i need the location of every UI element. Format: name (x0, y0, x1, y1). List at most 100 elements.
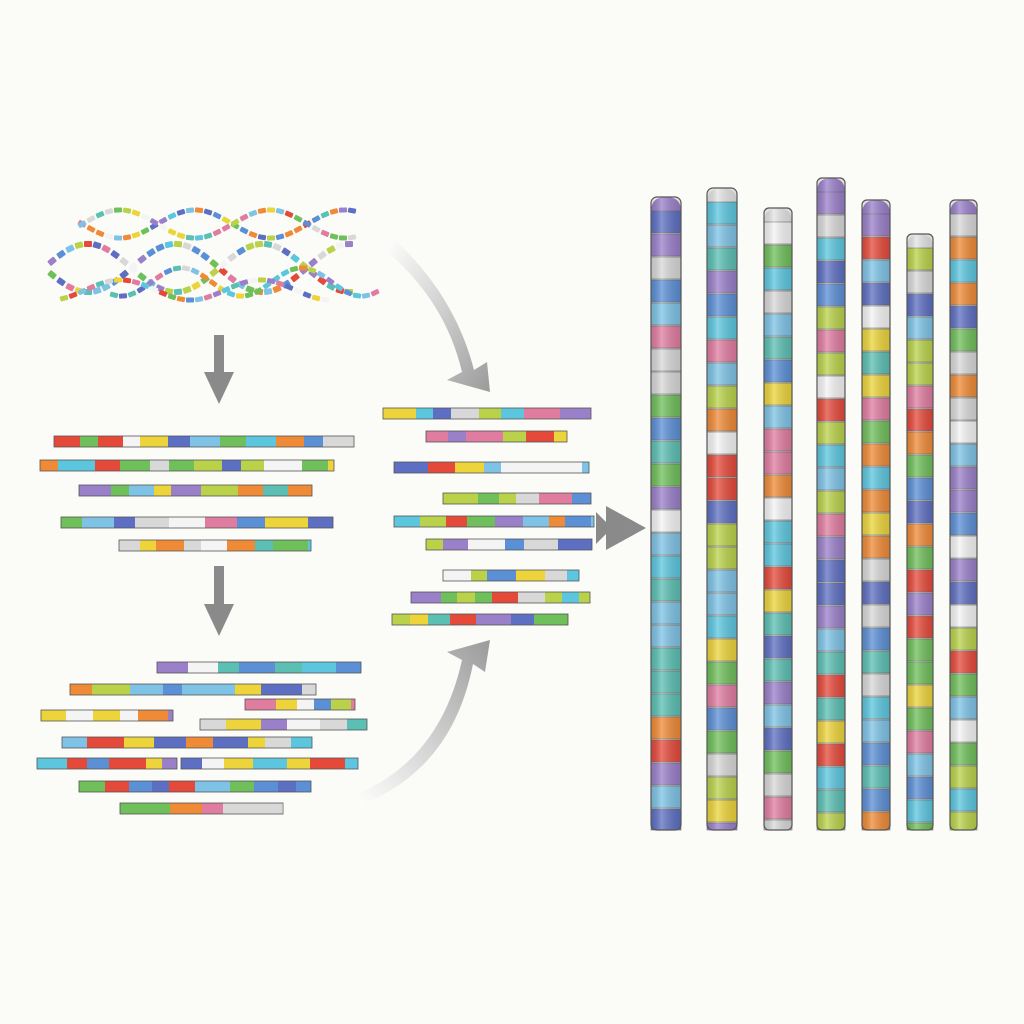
segment (261, 719, 287, 730)
base-segment (182, 286, 192, 294)
base-segment (212, 228, 222, 237)
segment (238, 485, 263, 496)
segment (420, 516, 446, 527)
segment (441, 592, 457, 603)
base-segment (254, 240, 264, 248)
base-segment (307, 266, 317, 274)
base-segment (284, 230, 294, 238)
base-segment (209, 267, 219, 277)
aligned-read-8 (410, 591, 591, 604)
segment (70, 684, 92, 695)
base-segment (109, 291, 119, 299)
base-segment (218, 260, 228, 270)
base-segment (329, 233, 339, 240)
segment (237, 517, 265, 528)
base-segment (47, 270, 57, 280)
split-strand-3 (78, 484, 313, 497)
segment (202, 758, 224, 769)
segment (276, 699, 297, 710)
segment (320, 719, 347, 730)
segment (446, 516, 467, 527)
base-segment (227, 252, 237, 262)
segment (288, 517, 308, 528)
segment (37, 758, 67, 769)
strand-4 (47, 240, 354, 296)
base-segment (280, 269, 290, 277)
segment (170, 803, 202, 814)
segment (273, 540, 308, 551)
base-segment (191, 281, 201, 290)
segment (235, 684, 261, 695)
base-segment (186, 297, 194, 303)
base-segment (118, 293, 128, 299)
segment (534, 614, 560, 625)
fragment-read-5 (199, 718, 368, 731)
base-segment (257, 207, 267, 214)
fragment-read-1 (156, 661, 362, 674)
aligned-read-9 (391, 613, 569, 626)
segment (205, 517, 237, 528)
base-segment (131, 231, 141, 239)
segment (109, 684, 130, 695)
segment (129, 781, 152, 792)
segment (218, 662, 239, 673)
segment (302, 662, 336, 673)
base-segment (200, 251, 210, 261)
base-segment (230, 218, 240, 227)
base-segment (290, 253, 300, 263)
segment (264, 460, 281, 471)
assembled-chromosomes (650, 177, 978, 831)
segment (181, 758, 202, 769)
base-segment (209, 259, 219, 269)
fragment-read-2 (69, 683, 317, 696)
segment (188, 662, 218, 673)
base-segment (86, 215, 96, 223)
segment (211, 684, 235, 695)
segment (184, 540, 201, 551)
segment (275, 662, 302, 673)
base-segment (92, 241, 102, 250)
segment (119, 540, 140, 551)
segment (516, 570, 545, 581)
aligned-reads (382, 407, 595, 626)
segment (304, 436, 323, 447)
base-segment (140, 213, 150, 221)
segment (450, 614, 476, 625)
base-segment (302, 291, 312, 299)
segment (579, 592, 590, 603)
base-segment (293, 214, 303, 223)
base-segment (56, 277, 66, 287)
base-segment (329, 208, 339, 215)
base-segment (272, 243, 282, 252)
segment (516, 493, 539, 504)
segment (195, 781, 230, 792)
base-segment (248, 277, 258, 284)
base-segment (275, 233, 285, 240)
segment (511, 614, 534, 625)
chromosome-3 (763, 207, 793, 831)
segment (230, 781, 254, 792)
tangled-dna-strands (47, 207, 380, 303)
segment (223, 803, 258, 814)
segment (523, 516, 549, 527)
aligned-read-6 (425, 538, 593, 551)
curved-arrow-bottom-icon (355, 640, 490, 805)
segment (503, 431, 526, 442)
base-segment (290, 273, 300, 283)
base-segment (104, 208, 114, 215)
base-segment (245, 242, 255, 251)
segment (109, 758, 146, 769)
base-segment (221, 216, 231, 225)
segment (410, 614, 428, 625)
segment (202, 803, 223, 814)
aligned-read-2 (425, 430, 568, 443)
segment (61, 517, 82, 528)
base-segment (248, 231, 258, 239)
segment (443, 570, 471, 581)
aligned-read-3 (393, 461, 590, 474)
base-segment (203, 293, 213, 301)
segment (67, 758, 87, 769)
segment (287, 719, 320, 730)
segment (345, 758, 358, 769)
base-segment (244, 291, 254, 299)
